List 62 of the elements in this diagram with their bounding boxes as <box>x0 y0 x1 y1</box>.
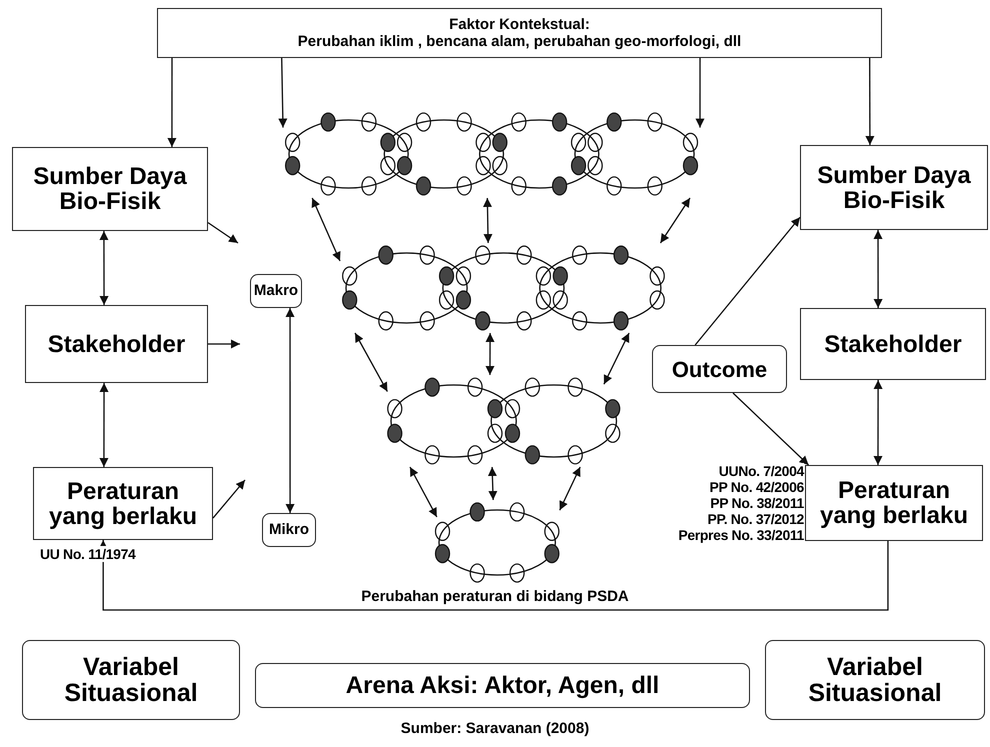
rounded-box <box>262 513 316 547</box>
arrow <box>312 198 341 262</box>
ellipse-cluster-drawing <box>283 110 700 198</box>
rounded-box <box>255 663 750 708</box>
law-reference: PP No. 38/2011 <box>710 495 804 511</box>
arrow <box>278 58 288 128</box>
arrow <box>732 392 809 466</box>
arrow <box>286 308 295 513</box>
rounded-box <box>765 640 985 720</box>
arrow <box>208 222 238 244</box>
ellipse-cluster-drawing <box>433 500 561 585</box>
node-text: Sumber Daya Bio-Fisik <box>816 162 972 212</box>
process-box <box>800 308 986 380</box>
arrow <box>694 216 800 346</box>
law-reference: PP No. 42/2006 <box>710 479 804 495</box>
arrow <box>603 332 630 384</box>
arrow <box>874 380 883 465</box>
caption: Sumber: Saravanan (2008) <box>400 719 590 739</box>
process-box <box>805 465 983 541</box>
arrow <box>488 466 498 500</box>
arrow <box>212 480 246 519</box>
ellipse-cluster-drawing <box>340 243 667 333</box>
arrow <box>98 540 889 611</box>
node-text: Arena Aksi: Aktor, Agen, dll <box>346 670 660 700</box>
node-text: Variabel Situasional <box>63 654 199 706</box>
node-text: Peraturan yang berlaku <box>48 478 198 528</box>
arrow <box>559 466 581 510</box>
node-text: Perubahan iklim , bencana alam, perubahan geo-morfologi, dll <box>298 33 742 50</box>
law-reference: UUNo. 7/2004 <box>718 463 804 479</box>
process-box <box>33 467 213 540</box>
arrow <box>99 231 109 305</box>
node-text: Stakeholder <box>48 332 186 356</box>
rounded-box <box>250 274 302 308</box>
arrow <box>167 58 176 147</box>
ellipse-cluster-drawing <box>385 375 623 467</box>
arrow <box>354 332 388 392</box>
arrow <box>483 198 492 244</box>
process-box <box>12 147 208 231</box>
rounded-box <box>652 345 787 393</box>
node-text: Peraturan yang berlaku <box>818 478 970 528</box>
rounded-box <box>22 640 240 720</box>
arrow <box>874 230 883 308</box>
law-reference: PP. No. 37/2012 <box>708 511 804 527</box>
node-text: Makro <box>254 280 298 301</box>
node-text: Faktor Kontekstual: <box>449 16 590 33</box>
node-text: Mikro <box>268 520 309 540</box>
arrow <box>485 333 495 375</box>
arrow <box>660 198 691 244</box>
node-text: Outcome <box>672 356 768 384</box>
node-text: Stakeholder <box>824 332 962 356</box>
arrow <box>99 383 109 467</box>
process-box <box>25 305 208 383</box>
arrow <box>208 340 240 348</box>
process-box <box>800 145 988 230</box>
node-text: Variabel Situasional <box>807 654 943 706</box>
process-box <box>157 8 882 58</box>
arrow <box>865 58 874 145</box>
law-reference: UU No. 11/1974 <box>40 546 136 562</box>
law-reference: Perpres No. 33/2011 <box>678 527 804 543</box>
node-text: Sumber Daya Bio-Fisik <box>32 164 188 214</box>
arrow <box>696 58 704 128</box>
arrow <box>409 466 438 518</box>
